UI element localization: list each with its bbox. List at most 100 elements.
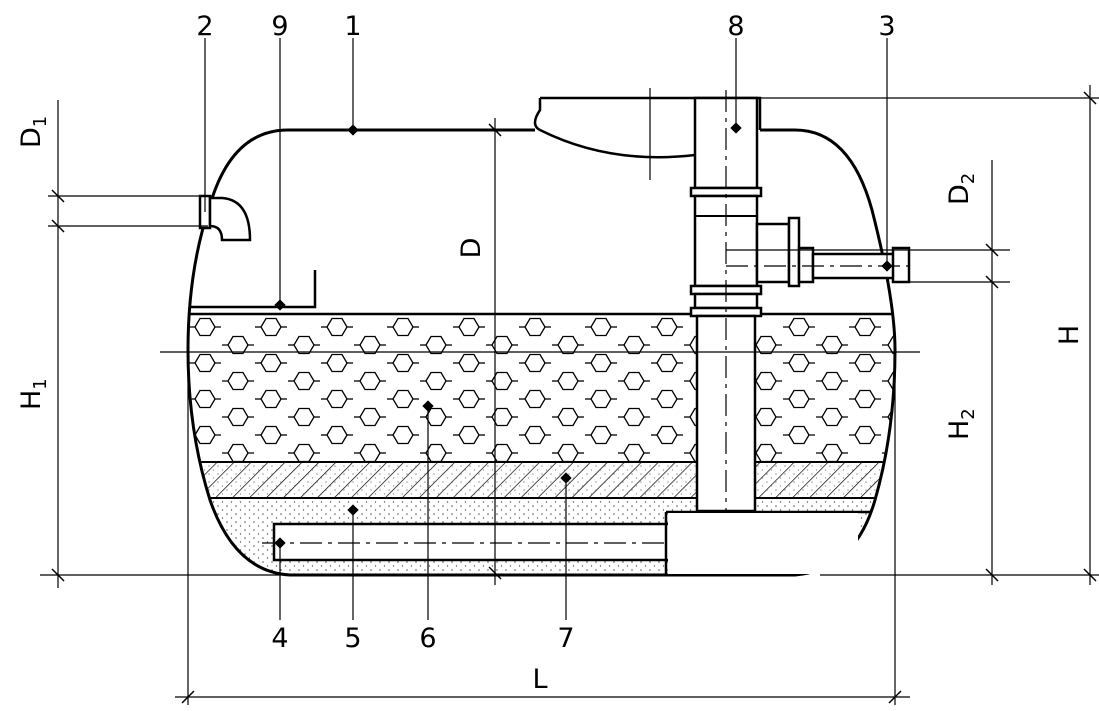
hex-pellet: [386, 389, 420, 409]
hex-pellet: [353, 371, 387, 391]
hex-pellet: [320, 425, 354, 445]
hex-pellet: [452, 353, 486, 373]
hex-pellet: [881, 407, 895, 427]
hex-pellet: [287, 371, 321, 391]
hex-pellet: [221, 443, 255, 463]
hex-pellet: [452, 425, 486, 445]
hex-pellet: [617, 407, 651, 427]
dimension-L: [175, 350, 910, 705]
hex-pellet: [485, 407, 519, 427]
hex-pellet: [287, 407, 321, 427]
callout-1: 1: [344, 11, 361, 42]
hex-pellet: [650, 389, 684, 409]
hex-pellet: [848, 317, 882, 337]
hex-pellet: [188, 353, 222, 373]
hex-pellet: [584, 317, 618, 337]
hex-pellet: [815, 335, 849, 355]
callout-2: 2: [196, 11, 213, 42]
hex-pellet: [353, 335, 387, 355]
hex-pellet: [584, 353, 618, 373]
hex-pellet: [254, 353, 288, 373]
hex-pellet: [815, 443, 849, 463]
hex-pellet: [320, 317, 354, 337]
hex-pellet: [452, 317, 486, 337]
callout-5: 5: [344, 623, 361, 654]
hex-pellet: [650, 425, 684, 445]
hex-pellet: [848, 353, 882, 373]
hex-pellet: [386, 317, 420, 337]
leader-lines: [204, 38, 888, 620]
hex-pellet: [188, 317, 222, 337]
callout-8: 8: [727, 11, 744, 42]
hex-pellet: [386, 353, 420, 373]
hex-pellet: [650, 353, 684, 373]
outlet-pipe: [726, 216, 1010, 288]
hex-pellet: [518, 353, 552, 373]
hex-pellet: [254, 389, 288, 409]
hex-pellet: [617, 335, 651, 355]
hex-pellet: [518, 425, 552, 445]
hex-pellet: [353, 443, 387, 463]
dimension-D: [488, 118, 502, 585]
callout-4: 4: [271, 623, 288, 654]
label-L: L: [532, 664, 547, 695]
hex-pellet: [617, 371, 651, 391]
riser-pipe: [689, 90, 763, 525]
hex-pellet: [320, 353, 354, 373]
label-D2: D2: [944, 173, 979, 205]
hex-pellet: [650, 317, 684, 337]
hex-pellet: [221, 407, 255, 427]
bottom-collector: [262, 510, 870, 575]
hex-pellet: [584, 425, 618, 445]
hex-pellet: [419, 335, 453, 355]
hex-pellet: [848, 425, 882, 445]
callout-markers: [274, 122, 893, 549]
hex-pellet: [881, 371, 895, 391]
baffle: [190, 270, 317, 309]
hex-pellet: [254, 317, 288, 337]
hex-pellet: [815, 407, 849, 427]
hex-pellet: [782, 353, 816, 373]
hex-pellet: [815, 371, 849, 391]
hex-pellet: [551, 407, 585, 427]
callout-9: 9: [271, 11, 288, 42]
hex-pellet: [782, 317, 816, 337]
hex-pellet: [782, 425, 816, 445]
hex-pellet: [353, 407, 387, 427]
hex-pellet: [419, 407, 453, 427]
label-H1: H1: [16, 378, 51, 410]
hex-pellet: [287, 335, 321, 355]
hex-pellet: [848, 389, 882, 409]
hex-pellet: [551, 335, 585, 355]
hex-pellet: [782, 389, 816, 409]
hex-pellet: [221, 371, 255, 391]
callout-6: 6: [419, 623, 436, 654]
hex-pellet: [551, 371, 585, 391]
hex-pellet: [452, 389, 486, 409]
callout-7: 7: [557, 623, 574, 654]
hex-pellet: [485, 443, 519, 463]
inlet-pipe: [48, 194, 252, 242]
label-D1: D1: [16, 116, 51, 148]
hex-pellet: [584, 389, 618, 409]
hex-pellet: [518, 389, 552, 409]
hex-pellet: [617, 443, 651, 463]
label-D: D: [456, 238, 487, 259]
label-H: H: [1054, 325, 1085, 345]
hex-pellet: [221, 335, 255, 355]
label-H2: H2: [944, 408, 979, 440]
hex-pellet: [254, 425, 288, 445]
hex-pellet: [320, 389, 354, 409]
dimension-left: [40, 100, 300, 588]
hex-pellet: [518, 317, 552, 337]
hex-pellet: [188, 389, 222, 409]
hexagon-filter-media: [188, 317, 895, 463]
hex-pellet: [386, 425, 420, 445]
hex-pellet: [419, 443, 453, 463]
hex-pellet: [287, 443, 321, 463]
hex-pellet: [419, 371, 453, 391]
callout-3: 3: [878, 11, 895, 42]
hex-pellet: [881, 335, 895, 355]
hex-pellet: [551, 443, 585, 463]
